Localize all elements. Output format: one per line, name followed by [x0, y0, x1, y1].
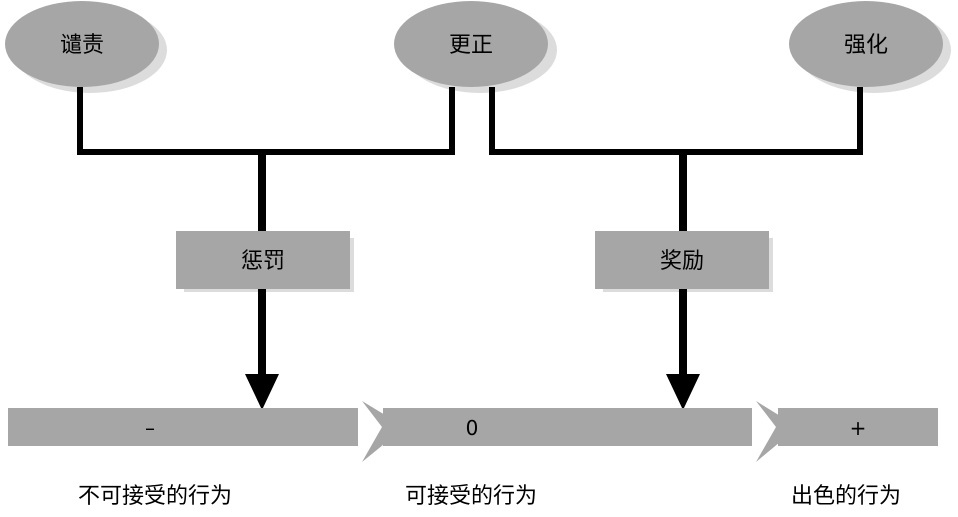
scale-segment-positive	[778, 408, 938, 446]
punish-arrow	[245, 289, 279, 410]
reward-box: 奖励	[595, 231, 769, 289]
node-reinforce-label: 强化	[844, 33, 888, 58]
reward-connectors	[489, 87, 863, 232]
caption-unacceptable: 不可接受的行为	[78, 484, 233, 509]
punish-label: 惩罚	[241, 249, 285, 274]
scale-chevron-2	[756, 401, 798, 462]
punish-box: 惩罚	[176, 231, 350, 289]
node-correct-label: 更正	[449, 33, 493, 58]
node-reprimand-label: 谴责	[60, 33, 104, 58]
scale-zero-label: 0	[466, 416, 479, 440]
scale-negative-label: –	[145, 416, 155, 440]
node-correct: 更正	[394, 1, 548, 87]
scale-positive-label: +	[850, 416, 867, 440]
caption-acceptable: 可接受的行为	[405, 484, 538, 509]
punish-connectors	[77, 87, 455, 232]
reward-label: 奖励	[660, 249, 704, 274]
scale-segment-zero	[383, 408, 752, 446]
reward-arrow	[666, 289, 700, 410]
node-reinforce: 强化	[789, 1, 943, 87]
scale-segment-negative	[8, 408, 358, 446]
behavior-scale: – 0 +	[8, 401, 938, 462]
node-reprimand: 谴责	[5, 1, 159, 87]
caption-outstanding: 出色的行为	[791, 484, 902, 509]
